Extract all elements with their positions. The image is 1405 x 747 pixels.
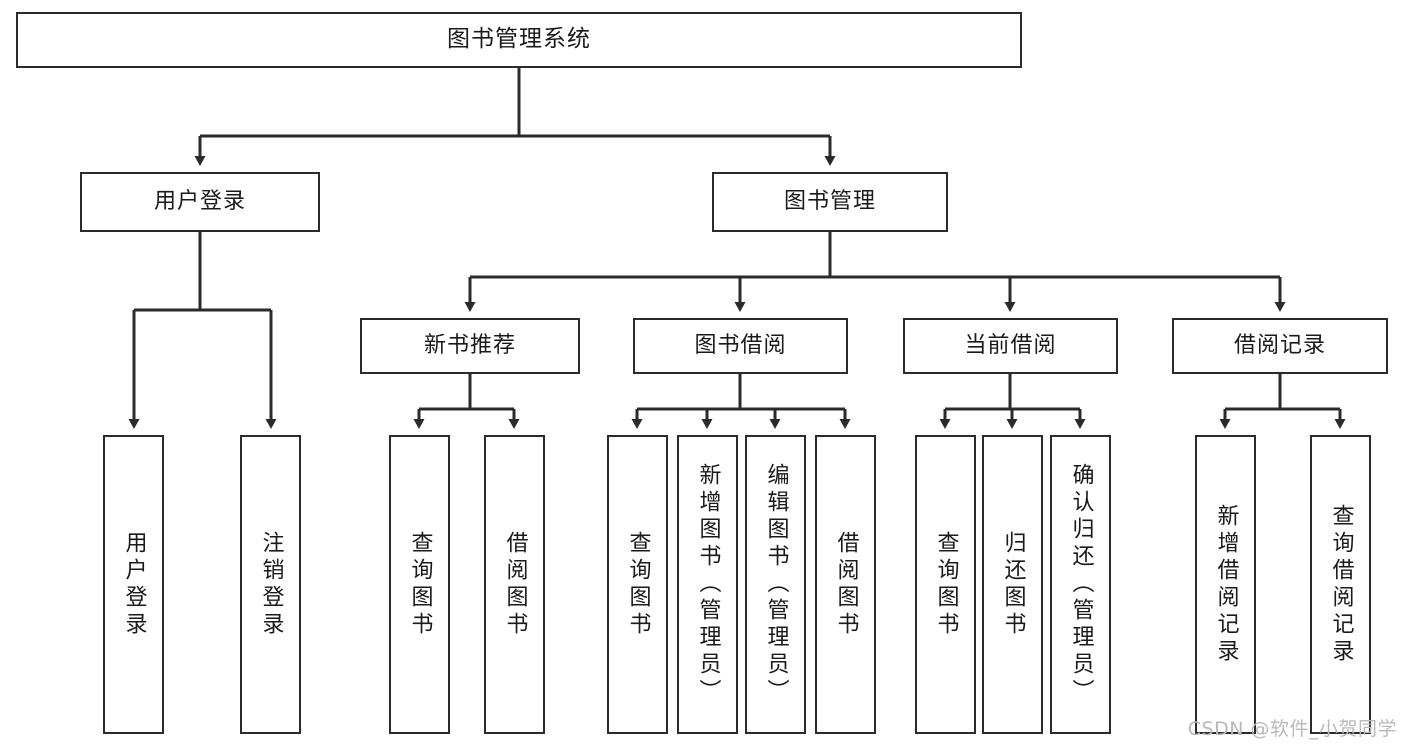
node-user-logout-action[interactable]: 注销登录	[240, 435, 301, 734]
node-borrow-book-rec[interactable]: 借阅图书	[484, 435, 545, 734]
node-return-book-label: 归还图书	[1000, 530, 1026, 639]
node-user-logout-action-label: 注销登录	[258, 530, 284, 639]
node-confirm-return-admin[interactable]: 确认归还（管理员）	[1050, 435, 1111, 734]
node-query-borrow-record-label: 查询借阅记录	[1328, 503, 1354, 666]
node-current-borrow-label: 当前借阅	[964, 332, 1057, 358]
node-confirm-return-admin-label: 确认归还（管理员）	[1068, 463, 1094, 706]
node-edit-book-admin-label: 编辑图书（管理员）	[763, 463, 789, 706]
node-book-borrow-label: 图书借阅	[694, 332, 787, 358]
node-query-book-rec-label: 查询图书	[407, 530, 433, 639]
node-borrow-book-action[interactable]: 借阅图书	[815, 435, 876, 734]
node-add-book-admin-label: 新增图书（管理员）	[695, 463, 721, 706]
node-root[interactable]: 图书管理系统	[16, 12, 1022, 68]
node-query-borrow-record[interactable]: 查询借阅记录	[1310, 435, 1371, 734]
node-user-login[interactable]: 用户登录	[80, 172, 320, 232]
node-query-book-current-label: 查询图书	[933, 530, 959, 639]
node-query-book-current[interactable]: 查询图书	[915, 435, 976, 734]
node-add-book-admin[interactable]: 新增图书（管理员）	[677, 435, 738, 734]
node-book-manage[interactable]: 图书管理	[712, 172, 948, 232]
node-user-login-label: 用户登录	[153, 188, 246, 214]
node-return-book[interactable]: 归还图书	[982, 435, 1043, 734]
node-add-borrow-record-label: 新增借阅记录	[1213, 503, 1239, 666]
node-borrow-book-rec-label: 借阅图书	[502, 530, 528, 639]
node-add-borrow-record[interactable]: 新增借阅记录	[1195, 435, 1256, 734]
node-new-book-rec-label: 新书推荐	[423, 332, 516, 358]
node-query-book-borrow[interactable]: 查询图书	[607, 435, 668, 734]
node-borrow-record-label: 借阅记录	[1233, 332, 1326, 358]
node-current-borrow[interactable]: 当前借阅	[903, 318, 1118, 374]
node-user-login-action[interactable]: 用户登录	[103, 435, 164, 734]
node-borrow-book-action-label: 借阅图书	[833, 530, 859, 639]
node-query-book-rec[interactable]: 查询图书	[389, 435, 450, 734]
node-user-login-action-label: 用户登录	[121, 530, 147, 639]
watermark: CSDN @软件_小贺同学	[1187, 718, 1397, 740]
node-root-label: 图书管理系统	[447, 26, 591, 53]
node-query-book-borrow-label: 查询图书	[625, 530, 651, 639]
node-edit-book-admin[interactable]: 编辑图书（管理员）	[745, 435, 806, 734]
node-borrow-record[interactable]: 借阅记录	[1172, 318, 1388, 374]
node-book-borrow[interactable]: 图书借阅	[633, 318, 848, 374]
node-book-manage-label: 图书管理	[783, 188, 876, 214]
node-new-book-rec[interactable]: 新书推荐	[360, 318, 580, 374]
